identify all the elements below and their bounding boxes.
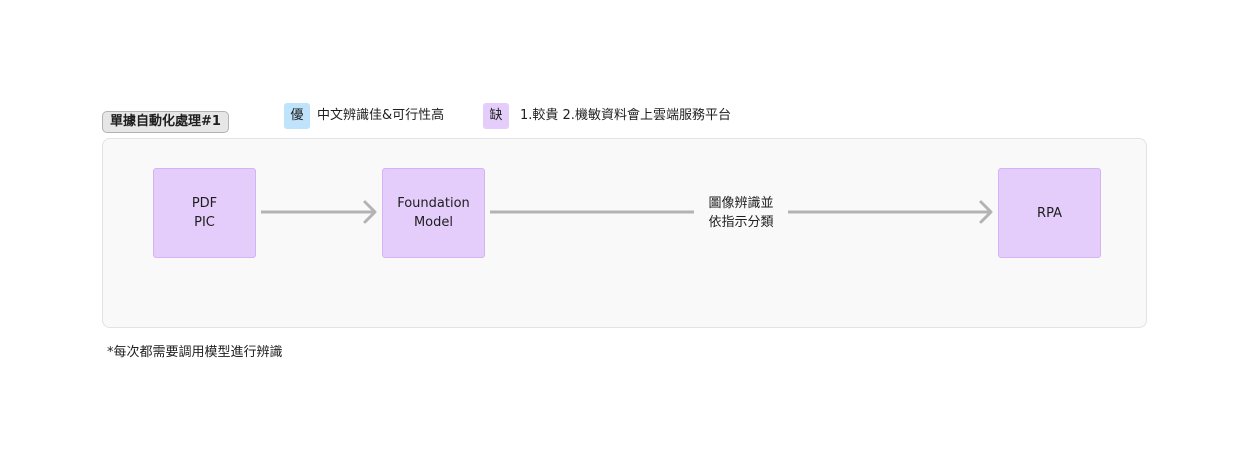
footnote: *每次都需要調用模型進行辨識: [107, 345, 283, 360]
con-badge: 缺: [483, 103, 509, 129]
con-text: 1.較貴 2.機敏資料會上雲端服務平台: [520, 108, 731, 123]
diagram-title: 單據自動化處理#1: [102, 111, 229, 133]
pro-text: 中文辨識佳&可行性高: [317, 108, 445, 123]
node-rpa-label: RPA: [1037, 205, 1062, 221]
node-pdf-pic-line-2: PIC: [194, 215, 215, 230]
node-foundation-model[interactable]: Foundation Model: [382, 168, 485, 258]
node-rpa[interactable]: RPA: [998, 168, 1101, 258]
pro-badge: 優: [284, 103, 310, 129]
node-pdf-pic-line-1: PDF: [191, 196, 218, 211]
node-pdf-pic[interactable]: PDF PIC: [153, 168, 256, 258]
node-foundation-model-line-1: Foundation: [397, 196, 470, 211]
edge-label-line-2: 依指示分類: [708, 215, 774, 230]
edge-label-line-1: 圖像辨識並: [708, 196, 774, 211]
diagram-container: [102, 138, 1147, 328]
edge-label-model-to-rpa: 圖像辨識並 依指示分類: [694, 194, 788, 232]
node-foundation-model-line-2: Model: [413, 215, 454, 230]
